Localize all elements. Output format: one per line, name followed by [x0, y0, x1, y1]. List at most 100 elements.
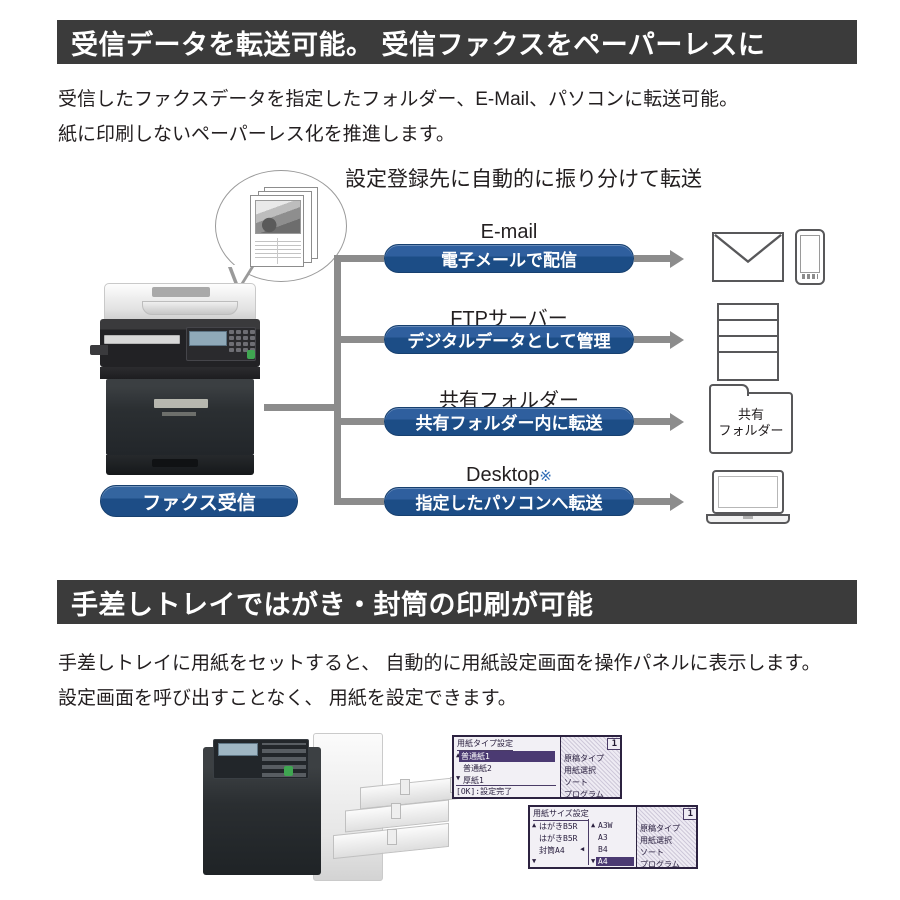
lcd-1-side-item-1[interactable]: 用紙選択 [564, 766, 596, 775]
document-center-split [277, 238, 278, 264]
bypass-tray-guide-1 [400, 779, 410, 795]
server-bay-3 [719, 337, 777, 353]
lcd-1-side-item-3[interactable]: プログラム [564, 790, 604, 799]
received-fax-documents-icon [250, 187, 320, 267]
action-pill-folder: 共有フォルダー内に転送 [384, 407, 634, 436]
section-1-paragraph-2: 紙に印刷しないペーパーレス化を推進します。 [58, 124, 455, 145]
lcd-panel-paper-size[interactable]: 用紙サイズ設定 ▲ ▼ はがきB5R はがきB5R 封筒A4 ◀ ▲ ▼ A3W… [528, 805, 698, 869]
printer-start-key [247, 350, 255, 359]
smartphone-speaker [802, 274, 818, 279]
lcd-2-col2-item-1[interactable]: A3 [598, 833, 608, 842]
lcd-2-col1-item-0[interactable]: はがきB5R [539, 822, 578, 831]
connector-ftp-to-icon [634, 336, 670, 343]
lcd-2-col1-scroll-up-icon[interactable]: ▲ [532, 821, 537, 829]
printer-operation-panel [186, 327, 256, 361]
lcd-1-scroll-up-icon[interactable]: ▲ [456, 751, 460, 759]
action-pill-ftp: デジタルデータとして管理 [384, 325, 634, 354]
printer-bypass-tray-icon [195, 733, 480, 883]
lcd-2-col1-item-1[interactable]: はがきB5R [539, 834, 578, 843]
connector-folder-to-icon [634, 418, 670, 425]
destination-note-desktop: ※ [539, 468, 552, 485]
server-bay-1 [719, 305, 777, 321]
lcd-1-side-item-2[interactable]: ソート [564, 778, 588, 787]
printer-operation-panel-2 [213, 739, 309, 779]
destination-label-email: E-mail [384, 221, 634, 244]
connector-email-to-icon [634, 255, 670, 262]
lcd-panel-paper-type[interactable]: 用紙タイプ設定 ▲ ▼ 普通紙1 普通紙2 厚紙1 [OK]:設定完了 1 原稿… [452, 735, 622, 799]
bypass-tray-diagram: 用紙タイプ設定 ▲ ▼ 普通紙1 普通紙2 厚紙1 [OK]:設定完了 1 原稿… [0, 715, 900, 900]
lcd-2-col-select-icon: ◀ [580, 845, 585, 853]
destination-label-folder-text: 共有フォルダー [439, 390, 579, 412]
printer-output-tray [104, 335, 180, 344]
folder-tab-cover [711, 392, 747, 396]
printer-panel-lcd-2 [218, 743, 258, 756]
bypass-tray-guide-4 [387, 829, 397, 845]
lcd-2-side-item-3[interactable]: プログラム [640, 860, 680, 869]
diagram-1-caption: 設定登録先に自動的に振り分けて転送 [345, 168, 702, 191]
fax-routing-diagram: 設定登録先に自動的に振り分けて転送 [0, 155, 900, 565]
lcd-2-col2-item-2[interactable]: B4 [598, 845, 608, 854]
connector-branch-folder [334, 418, 384, 425]
connector-branch-email [334, 255, 384, 262]
section-2-paragraph-2: 設定画面を呼び出すことなく、 用紙を設定できます。 [58, 688, 517, 709]
printer-adf-tray [142, 301, 238, 315]
printer-adf-slot [152, 287, 210, 297]
printer-model-badge [162, 412, 196, 416]
smartphone-screen [800, 235, 820, 273]
multifunction-printer-icon [90, 283, 265, 478]
lcd-1-item-1[interactable]: 普通紙2 [463, 764, 492, 773]
lcd-1-title: 用紙タイプ設定 [457, 738, 513, 751]
arrow-head-folder [670, 412, 684, 431]
lcd-2-col2-item-3[interactable]: A4 [596, 857, 634, 866]
section-1-header-bar: 受信データを転送可能。 受信ファクスをペーパーレスに [57, 20, 857, 64]
destination-label-folder: 共有フォルダー [384, 384, 634, 413]
lcd-2-col2-scroll-up-icon[interactable]: ▲ [591, 821, 596, 829]
folder-label-line-1: 共有 [737, 407, 764, 422]
document-text-lines [255, 238, 301, 264]
lcd-1-item-0[interactable]: 普通紙1 [459, 751, 555, 762]
arrow-head-email [670, 249, 684, 268]
lcd-2-side-item-0[interactable]: 原稿タイプ [640, 824, 680, 833]
printer-brand-logo [154, 399, 208, 408]
lcd-1-scroll-down-icon[interactable]: ▼ [456, 774, 461, 782]
lcd-2-side-item-1[interactable]: 用紙選択 [640, 836, 672, 845]
lcd-2-col2-scroll-down-icon[interactable]: ▼ [591, 857, 596, 865]
lcd-2-col1-item-2[interactable]: 封筒A4 [539, 846, 565, 855]
section-1-paragraph-1: 受信したファクスデータを指定したフォルダー、E-Mail、パソコンに転送可能。 [58, 89, 739, 110]
laptop-icon [706, 470, 790, 528]
printer-main-cabinet [106, 379, 254, 455]
connector-branch-desktop [334, 498, 384, 505]
server-tower-icon [717, 303, 779, 381]
destination-label-ftp-text: FTPサーバー [450, 308, 568, 330]
connector-device-to-trunk [264, 404, 334, 411]
printer-side-tray [90, 345, 108, 355]
connector-desktop-to-icon [634, 498, 670, 505]
lcd-2-side-item-2[interactable]: ソート [640, 848, 664, 857]
laptop-keyboard-deck [706, 514, 790, 524]
laptop-touchpad [743, 516, 753, 519]
lcd-2-side-menu: 1 原稿タイプ 用紙選択 ソート プログラム [636, 807, 696, 869]
lcd-1-side-item-0[interactable]: 原稿タイプ [564, 754, 604, 763]
arrow-head-desktop [670, 492, 684, 511]
action-pill-desktop: 指定したパソコンへ転送 [384, 487, 634, 516]
action-pill-email: 電子メールで配信 [384, 244, 634, 273]
destination-label-email-text: E-mail [480, 221, 538, 243]
bubble-tail-fill [231, 265, 252, 286]
server-bay-2 [719, 321, 777, 337]
lcd-1-item-2[interactable]: 厚紙1 [463, 776, 484, 785]
section-2-paragraph-1: 手差しトレイに用紙をセットすると、 自動的に用紙設定画面を操作パネルに表示します… [58, 653, 821, 674]
lcd-2-col1-scroll-down-icon[interactable]: ▼ [532, 857, 537, 865]
lcd-2-col2-item-0[interactable]: A3W [598, 821, 613, 830]
lcd-1-side-menu: 1 原稿タイプ 用紙選択 ソート プログラム [560, 737, 620, 799]
lcd-2-column-separator [588, 819, 589, 865]
destination-label-desktop: Desktop※ [384, 464, 634, 487]
printer-drawer-handle [152, 459, 198, 467]
lcd-1-copy-count-badge: 1 [606, 738, 620, 750]
lcd-2-copy-count-badge: 1 [682, 808, 696, 820]
smartphone-icon [795, 229, 825, 285]
envelope-flap-icon [714, 234, 782, 264]
lcd-2-title: 用紙サイズ設定 [533, 808, 589, 821]
arrow-head-ftp [670, 330, 684, 349]
printer-panel-lcd [189, 331, 227, 346]
connector-branch-ftp [334, 336, 384, 343]
